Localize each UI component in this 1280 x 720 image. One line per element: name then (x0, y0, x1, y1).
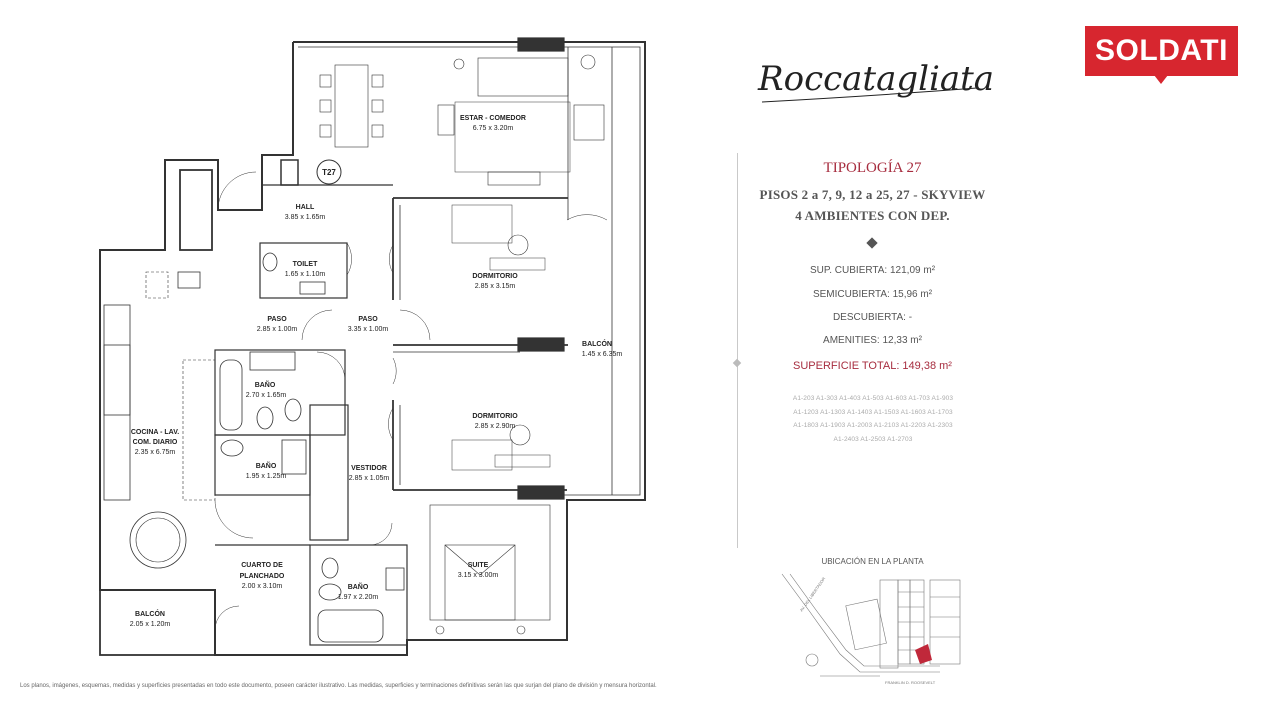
unit-list-line: A1-2403 A1-2503 A1-2703 (833, 435, 913, 443)
unit-list-line: A1-1803 A1-1903 A1-2003 A1-2103 A1-2203 … (793, 422, 953, 429)
typology-rooms: 4 AMBIENTES CON DEP. (795, 208, 950, 223)
typology-floors: PISOS 2 a 7, 9, 12 a 25, 27 - SKYVIEW (759, 187, 986, 202)
room-label: BALCÓN (582, 339, 612, 348)
svg-text:Roccatagliata: Roccatagliata (757, 59, 992, 99)
outer-wall-inner (298, 46, 641, 496)
unit-list-line: A1-203 A1-303 A1-403 A1-503 A1-603 A1-70… (792, 395, 954, 402)
room-label: TOILET (293, 261, 318, 268)
area-cubierta: SUP. CUBIERTA: 121,09 m² (809, 265, 936, 276)
room-label: SUITE (468, 562, 489, 569)
room-label: VESTIDOR (351, 465, 387, 472)
room-label: DORMITORIO (472, 413, 518, 420)
area-amenities: AMENITIES: 12,33 m² (823, 335, 922, 346)
room-label: CUARTO DE (241, 562, 283, 569)
room-dims: 3.35 x 1.00m (348, 326, 389, 333)
typology-title: TIPOLOGÍA 27 (823, 160, 922, 176)
room-label: ESTAR - COMEDOR (460, 115, 526, 122)
room-label: PASO (358, 316, 378, 323)
room-label: BAÑO (348, 582, 369, 591)
room-dims: 1.95 x 1.25m (246, 473, 287, 480)
brand-logo-tip (1154, 75, 1168, 84)
room-dims: 6.75 x 3.20m (473, 125, 514, 132)
room-label: PASO (267, 316, 287, 323)
divider-line (737, 153, 738, 548)
room-label-line2: PLANCHADO (240, 573, 285, 580)
room-dims: 2.05 x 1.20m (130, 621, 171, 628)
room-dims: 2.85 x 1.00m (257, 326, 298, 333)
room-label: HALL (296, 204, 315, 211)
floor-plan: T27 ESTAR - COMEDOR 6.75 x 3.20m HALL 3.… (99, 37, 646, 656)
location-title: UBICACIÓN EN LA PLANTA (821, 557, 924, 566)
room-label-line2: COM. DIARIO (133, 439, 178, 446)
room-dims: 1.65 x 1.10m (285, 271, 326, 278)
location-map: AV. DEL LIBERTADOR FRANKLIN D. ROOSEVELT (781, 573, 961, 685)
room-dims: 2.70 x 1.65m (246, 392, 287, 399)
room-dims: 2.00 x 3.10m (242, 583, 283, 590)
room-label: BALCÓN (135, 609, 165, 618)
street-side-label: AV. DEL LIBERTADOR (799, 576, 827, 612)
area-semicubierta: SEMICUBIERTA: 15,96 m² (812, 289, 933, 300)
room-label: DORMITORIO (472, 273, 518, 280)
brand-logo: SOLDATI (1085, 26, 1238, 76)
room-dims: 2.85 x 2.90m (475, 423, 516, 430)
diamond-separator (866, 237, 878, 249)
unit-list: A1-203 A1-303 A1-403 A1-503 A1-603 A1-70… (768, 392, 978, 446)
room-dims: 2.85 x 1.05m (349, 475, 390, 482)
area-descubierta: DESCUBIERTA: - (832, 312, 913, 323)
unit-tag-circle (316, 159, 342, 185)
unit-list-line: A1-1203 A1-1303 A1-1403 A1-1503 A1-1603 … (793, 408, 953, 416)
unit-tag: T27 (322, 168, 336, 177)
project-wordmark: Roccatagliata (757, 59, 992, 103)
room-dims: 2.85 x 3.15m (475, 283, 516, 290)
room-label: COCINA - LAV. (131, 429, 179, 436)
room-label: BAÑO (256, 461, 277, 470)
room-dims: 2.35 x 6.75m (135, 449, 176, 456)
room-dims: 3.15 x 3.00m (458, 572, 499, 579)
room-label: BAÑO (255, 380, 276, 389)
location-highlight (915, 644, 932, 664)
room-dims: 1.97 x 2.20m (338, 594, 379, 601)
room-dims: 3.85 x 1.65m (285, 214, 326, 221)
room-dims: 1.45 x 6.35m (582, 351, 623, 358)
street-bottom-label: FRANKLIN D. ROOSEVELT (885, 680, 936, 685)
area-total: SUPERFICIE TOTAL: 149,38 m² (793, 360, 952, 372)
legal-disclaimer: Los planos, imágenes, esquemas, medidas … (20, 683, 657, 689)
